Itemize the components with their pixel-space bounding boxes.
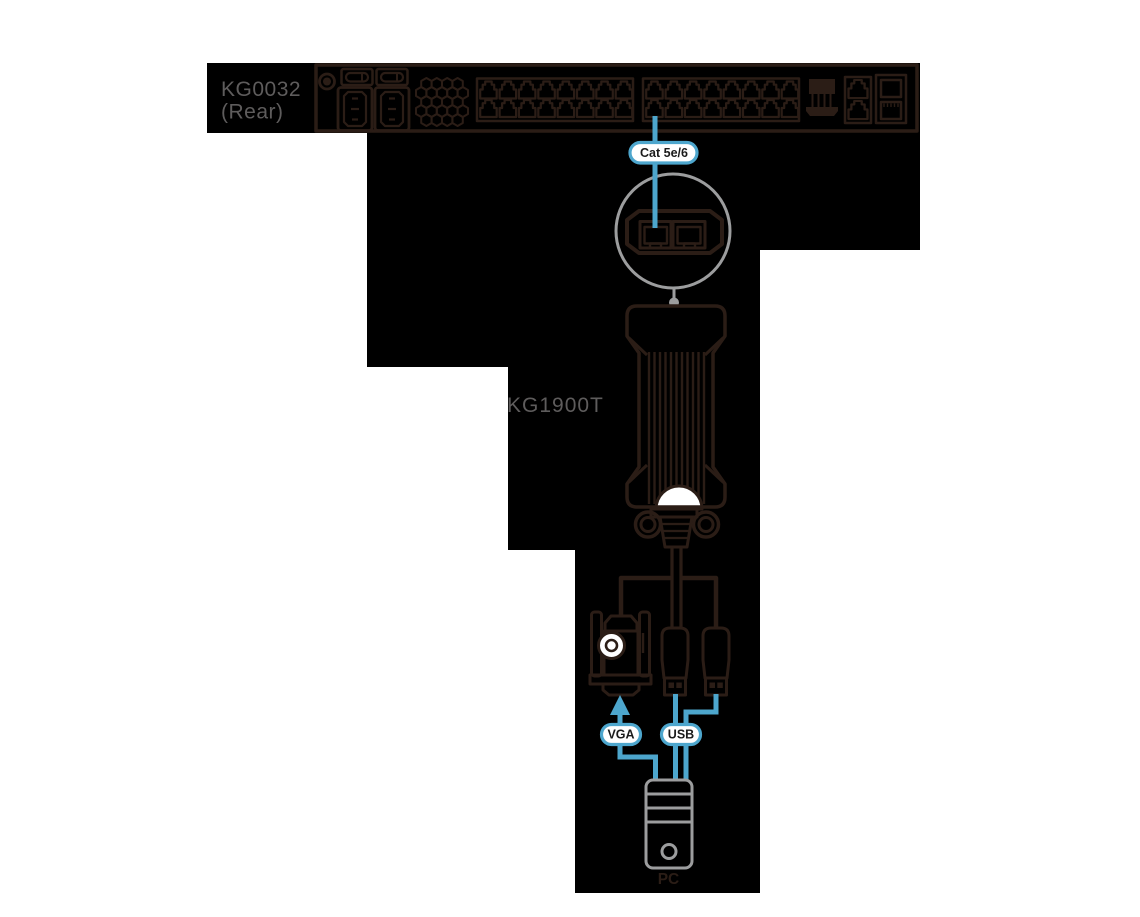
cat5-badge: Cat 5e/6 (628, 140, 699, 165)
kg0032-rear-panel: KG0032 (Rear) (221, 63, 919, 133)
port-bank-frame (641, 77, 801, 123)
connector-grip (658, 515, 694, 549)
black-background-patches (207, 63, 920, 893)
screw-head (597, 631, 626, 660)
cable-branch-usb (681, 575, 719, 628)
vga-arrow (610, 695, 630, 715)
pc-body (644, 778, 694, 870)
adapter-corner-accents (627, 336, 725, 484)
power-inlet-1 (336, 86, 374, 132)
adapter-body-outline (625, 304, 727, 509)
usb-badge: USB (659, 722, 703, 747)
db-connector (806, 79, 838, 116)
cat5-badge-label: Cat 5e/6 (640, 146, 688, 160)
usb-ports-module (874, 73, 908, 125)
usb-badge-label: USB (668, 728, 694, 742)
thumbscrew-right (691, 510, 721, 539)
vga-badge: VGA (599, 722, 643, 747)
port-bank-frame (475, 77, 635, 123)
vga-badge-label: VGA (607, 728, 634, 742)
adapter-cable-trunk (618, 547, 719, 628)
power-switch-2 (375, 67, 409, 87)
pc-tower: PC (644, 778, 694, 888)
power-button (318, 72, 336, 91)
rack-label-line1: KG0032 (221, 78, 301, 101)
adapter-label: KG1900T (507, 394, 604, 417)
background-patch (575, 550, 760, 893)
adapter-cutout (654, 484, 704, 511)
kvm-port-bank-2 (641, 77, 801, 123)
pc-label: PC (658, 871, 680, 888)
background-patch (367, 250, 760, 367)
rack-label-line2: (Rear) (221, 101, 284, 124)
lan-ports-module (843, 75, 873, 125)
drive-bay-lines (646, 792, 692, 824)
kvm-port-bank-1 (475, 77, 635, 123)
d-sub-shell (601, 682, 641, 697)
power-inlet-2 (373, 86, 411, 132)
adapter-connector (633, 507, 721, 549)
closeup-housing (625, 209, 724, 255)
usb-port (879, 100, 903, 121)
cable-branch-vga (618, 575, 672, 616)
kg1900t-adapter: KG1900T (507, 304, 727, 628)
closeup-secondary-port (671, 220, 707, 250)
power-switch-1 (340, 67, 374, 87)
panel-outline (314, 63, 919, 133)
pc-power-button (660, 843, 678, 860)
vga-connector (588, 610, 653, 697)
adapter-grip-ridges (647, 352, 706, 504)
usb-port (879, 78, 903, 99)
